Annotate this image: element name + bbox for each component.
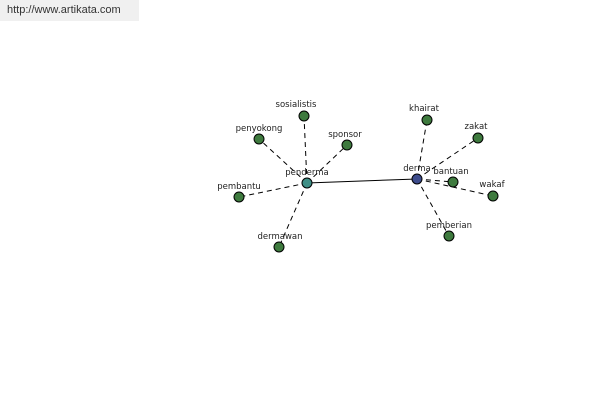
edge-penderma-dermawan (278, 182, 308, 248)
edge-penderma-penyokong (258, 138, 308, 184)
node-dot-penderma[interactable] (301, 177, 313, 189)
node-zakat[interactable]: zakat (465, 122, 489, 144)
nodes-layer: penderma derma sosialistis penyokong sponsor… (217, 100, 506, 253)
node-dermawan[interactable]: dermawan (257, 232, 303, 253)
node-pemberian[interactable]: pemberian (426, 221, 472, 242)
node-penderma[interactable]: penderma (285, 168, 329, 189)
node-derma[interactable]: derma (403, 164, 431, 185)
edges-layer (238, 115, 494, 248)
edge-derma-khairat (416, 119, 428, 180)
node-label-pembantu: pembantu (217, 182, 261, 192)
edge-derma-zakat (416, 137, 479, 180)
node-sosialistis[interactable]: sosialistis (276, 100, 317, 122)
edge-penderma-sponsor (306, 144, 348, 184)
node-dot-pemberian[interactable] (443, 230, 455, 242)
node-dot-pembantu[interactable] (233, 191, 245, 203)
node-penyokong[interactable]: penyokong (236, 124, 283, 145)
node-dot-khairat[interactable] (421, 114, 433, 126)
node-dot-zakat[interactable] (472, 132, 484, 144)
node-label-wakaf: wakaf (479, 180, 505, 190)
node-dot-sosialistis[interactable] (298, 110, 310, 122)
node-label-penderma: penderma (285, 168, 328, 178)
node-bantuan[interactable]: bantuan (433, 167, 469, 188)
edge-penderma-derma (306, 178, 418, 184)
node-label-penyokong: penyokong (236, 124, 283, 134)
node-dot-bantuan[interactable] (447, 176, 459, 188)
node-label-bantuan: bantuan (433, 167, 468, 177)
node-wakaf[interactable]: wakaf (479, 180, 506, 202)
node-pembantu[interactable]: pembantu (217, 182, 261, 203)
edge-penderma-pembantu (238, 182, 308, 198)
node-label-sosialistis: sosialistis (276, 100, 317, 110)
node-sponsor[interactable]: sponsor (328, 130, 362, 151)
node-dot-dermawan[interactable] (273, 241, 285, 253)
watermark-url[interactable]: http://www.artikata.com (0, 0, 139, 21)
edge-derma-wakaf (416, 178, 494, 197)
node-label-dermawan: dermawan (257, 232, 302, 242)
edge-derma-bantuan (416, 178, 454, 183)
node-dot-wakaf[interactable] (487, 190, 499, 202)
node-label-derma: derma (403, 164, 430, 174)
node-dot-derma[interactable] (411, 173, 423, 185)
edge-penderma-sosialistis (303, 115, 308, 184)
node-label-sponsor: sponsor (328, 130, 362, 140)
node-khairat[interactable]: khairat (409, 104, 440, 126)
node-dot-sponsor[interactable] (341, 139, 353, 151)
node-dot-penyokong[interactable] (253, 133, 265, 145)
node-label-khairat: khairat (409, 104, 440, 114)
node-label-pemberian: pemberian (426, 221, 472, 231)
edge-derma-pemberian (416, 178, 450, 237)
node-label-zakat: zakat (465, 122, 489, 132)
